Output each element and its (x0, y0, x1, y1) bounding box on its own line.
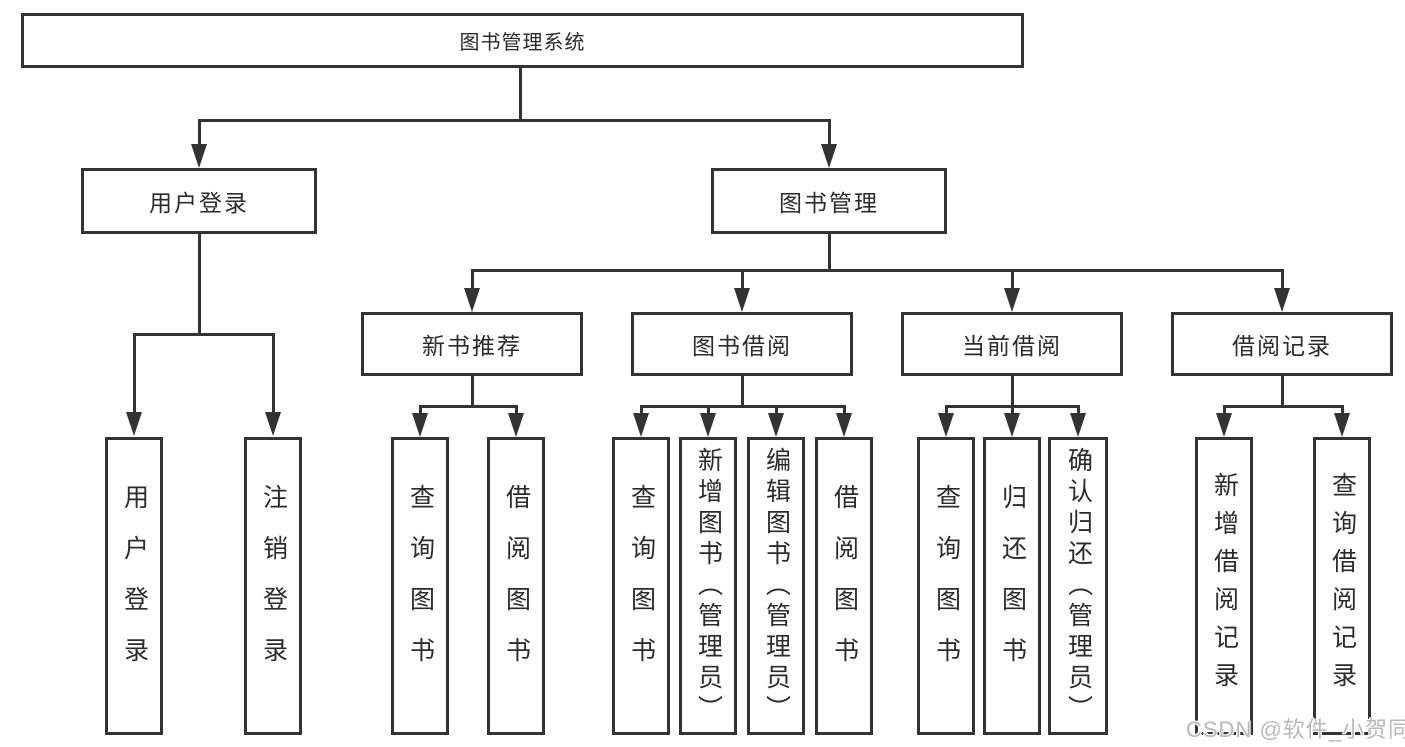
leaf-label: 查询借阅记录 (1328, 472, 1357, 700)
node-label: 借阅记录 (1232, 333, 1332, 359)
leaf-label: 借阅图书 (830, 484, 859, 688)
arrow-down-icon (938, 413, 954, 437)
arrow-down-icon (836, 413, 852, 437)
connector-bookborrow-drop (741, 269, 744, 290)
connector-currentborrow-drop (1011, 269, 1014, 290)
arrow-down-icon (464, 288, 480, 312)
connector-root-stem (519, 68, 522, 121)
connector-leaf-drop (1077, 405, 1080, 415)
connector-records-hline (1223, 405, 1343, 408)
connector-bookmgmt-drop (828, 119, 831, 145)
connector-newbook-stem (471, 376, 474, 408)
connector-bookmgmt-hline (471, 269, 1284, 272)
leaf-newbook-query-books: 查询图书 (391, 437, 449, 735)
arrow-down-icon (1216, 413, 1232, 437)
arrow-down-icon (1004, 413, 1020, 437)
node-current-borrow: 当前借阅 (901, 312, 1123, 376)
csdn-watermark: CSDN @软件_小贺同学 (1186, 717, 1405, 742)
node-book-borrow: 图书借阅 (631, 312, 853, 376)
arrow-down-icon (126, 412, 142, 436)
leaf-label: 确认归还（管理员） (1064, 446, 1093, 726)
connector-bookmgmt-stem (828, 234, 831, 271)
arrow-down-icon (633, 413, 649, 437)
connector-leaf-drop (515, 405, 518, 415)
leaf-borrow-borrow-books: 借阅图书 (815, 437, 873, 735)
arrow-down-icon (1004, 288, 1020, 312)
connector-bookborrow-stem (741, 376, 744, 408)
leaf-label: 查询图书 (406, 484, 435, 688)
arrow-down-icon (700, 413, 716, 437)
leaf-records-query-borrow-record: 查询借阅记录 (1313, 437, 1371, 735)
connector-login-drop (133, 333, 136, 413)
leaf-user-login: 用户登录 (105, 437, 163, 735)
leaf-current-return-books: 归还图书 (983, 437, 1041, 735)
connector-newbook-hline (419, 405, 518, 408)
leaf-current-query-books: 查询图书 (917, 437, 975, 735)
arrow-down-icon (191, 144, 207, 168)
connector-userlogin-drop (198, 119, 201, 145)
arrow-down-icon (1070, 413, 1086, 437)
arrow-down-icon (734, 288, 750, 312)
leaf-newbook-borrow-books: 借阅图书 (487, 437, 545, 735)
connector-logout-drop (272, 333, 275, 413)
arrow-down-icon (412, 413, 428, 437)
leaf-label: 借阅图书 (502, 484, 531, 688)
leaf-label: 用户登录 (120, 484, 149, 688)
leaf-label: 注销登录 (259, 484, 288, 688)
leaf-label: 查询图书 (627, 484, 656, 688)
node-label: 当前借阅 (962, 333, 1062, 359)
connector-records-stem (1281, 376, 1284, 408)
leaf-label: 新增图书（管理员） (694, 446, 723, 726)
node-label: 用户登录 (149, 190, 249, 216)
connector-currentborrow-stem (1011, 376, 1014, 408)
node-new-book-recommend: 新书推荐 (361, 312, 583, 376)
connector-leaf-drop (1011, 405, 1014, 415)
arrow-down-icon (1274, 288, 1290, 312)
connector-newbook-drop (471, 269, 474, 290)
connector-userlogin-stem (198, 234, 201, 335)
connector-leaf-drop (1341, 405, 1344, 415)
connector-userlogin-hline (133, 333, 274, 336)
node-label: 图书管理 (779, 190, 879, 216)
leaf-records-add-borrow-record: 新增借阅记录 (1195, 437, 1253, 735)
leaf-label: 查询图书 (932, 484, 961, 688)
node-label: 图书借阅 (692, 333, 792, 359)
arrow-down-icon (821, 144, 837, 168)
connector-bookborrow-hline (640, 405, 845, 408)
connector-leaf-drop (1223, 405, 1226, 415)
node-label: 新书推荐 (422, 333, 522, 359)
connector-leaf-drop (775, 405, 778, 415)
leaf-borrow-add-books-admin: 新增图书（管理员） (679, 437, 737, 735)
node-book-management: 图书管理 (711, 168, 947, 234)
connector-leaf-drop (640, 405, 643, 415)
leaf-logout: 注销登录 (244, 437, 302, 735)
leaf-label: 新增借阅记录 (1210, 472, 1239, 700)
connector-leaf-drop (707, 405, 710, 415)
arrow-down-icon (265, 412, 281, 436)
connector-leaf-drop (419, 405, 422, 415)
connector-records-drop (1281, 269, 1284, 290)
connector-leaf-drop (945, 405, 948, 415)
connector-leaf-drop (843, 405, 846, 415)
node-borrow-records: 借阅记录 (1171, 312, 1393, 376)
arrow-down-icon (1334, 413, 1350, 437)
leaf-borrow-edit-books-admin: 编辑图书（管理员） (747, 437, 805, 735)
leaf-label: 归还图书 (998, 484, 1027, 688)
leaf-borrow-query-books: 查询图书 (612, 437, 670, 735)
leaf-label: 编辑图书（管理员） (762, 446, 791, 726)
node-root-library-system: 图书管理系统 (21, 13, 1024, 68)
node-label: 图书管理系统 (459, 32, 586, 54)
leaf-current-confirm-return-admin: 确认归还（管理员） (1048, 437, 1108, 735)
arrow-down-icon (508, 413, 524, 437)
connector-root-hline (198, 119, 831, 122)
node-user-login: 用户登录 (81, 168, 317, 234)
arrow-down-icon (768, 413, 784, 437)
